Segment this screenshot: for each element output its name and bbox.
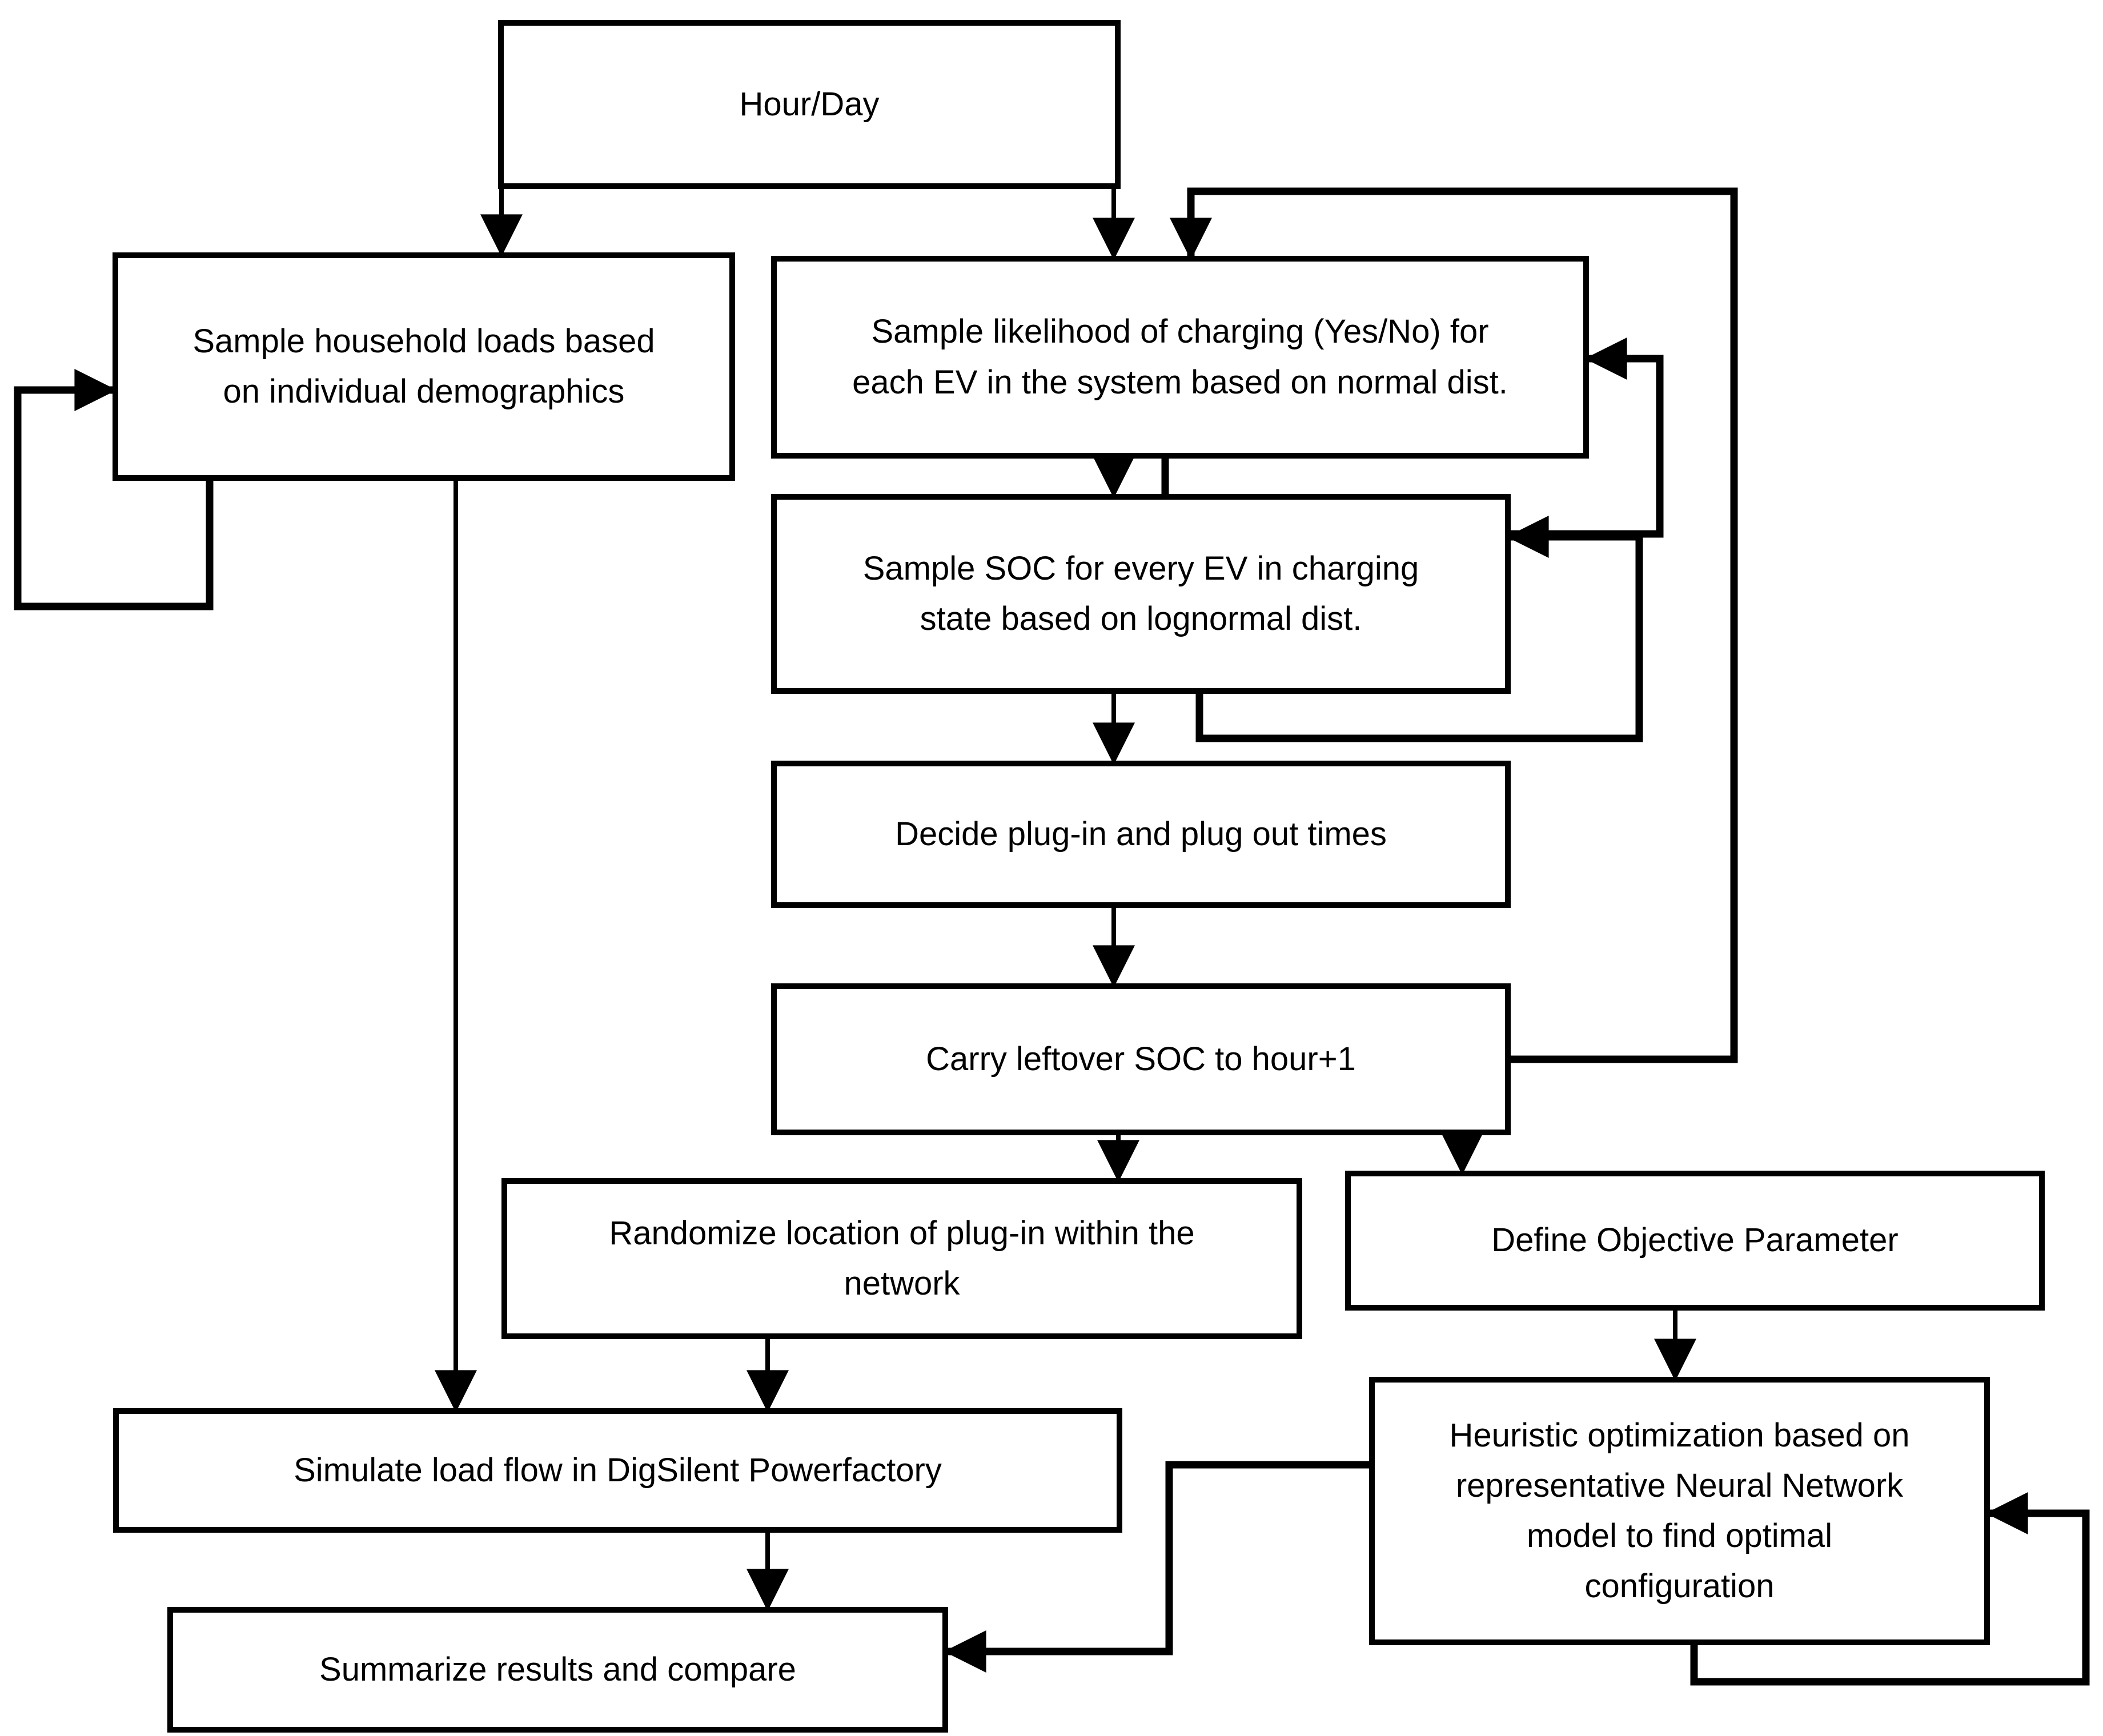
node-randomize-location: Randomize location of plug-in within the… [501, 1178, 1302, 1339]
node-simulate-load-flow-label: Simulate load flow in DigSilent Powerfac… [294, 1451, 942, 1489]
node-hour-day: Hour/Day [498, 20, 1121, 189]
node-heuristic-optimization-label: Heuristic optimization based on represen… [1449, 1416, 1910, 1605]
node-sample-household-loads: Sample household loads based on individu… [113, 252, 735, 481]
node-sample-likelihood-charging: Sample likelihood of charging (Yes/No) f… [771, 256, 1589, 459]
node-simulate-load-flow: Simulate load flow in DigSilent Powerfac… [113, 1408, 1122, 1533]
node-decide-plug-times-label: Decide plug-in and plug out times [895, 815, 1387, 853]
node-randomize-location-label: Randomize location of plug-in within the… [609, 1214, 1195, 1302]
node-sample-soc-label: Sample SOC for every EV in charging stat… [862, 549, 1419, 637]
edge-soc-selfloop [1195, 516, 1643, 742]
node-define-objective-parameter-label: Define Objective Parameter [1491, 1221, 1899, 1259]
node-define-objective-parameter: Define Objective Parameter [1345, 1171, 2045, 1311]
node-summarize-results-label: Summarize results and compare [319, 1650, 796, 1688]
node-sample-soc: Sample SOC for every EV in charging stat… [771, 494, 1511, 694]
node-carry-leftover-soc: Carry leftover SOC to hour+1 [771, 983, 1511, 1135]
edge-household-selfloop [14, 369, 214, 610]
node-decide-plug-times: Decide plug-in and plug out times [771, 761, 1511, 908]
edge-carry-likelihood-loop [1170, 187, 1738, 1063]
node-sample-household-loads-label: Sample household loads based on individu… [192, 322, 655, 410]
node-heuristic-optimization: Heuristic optimization based on represen… [1369, 1377, 1990, 1645]
node-summarize-results: Summarize results and compare [167, 1607, 948, 1733]
node-carry-leftover-soc-label: Carry leftover SOC to hour+1 [926, 1040, 1356, 1078]
edge-heuristic-summarize [944, 1461, 1369, 1673]
edge-heuristic-selfloop [1690, 1492, 2090, 1686]
node-hour-day-label: Hour/Day [739, 85, 880, 123]
node-sample-likelihood-charging-label: Sample likelihood of charging (Yes/No) f… [852, 313, 1508, 401]
